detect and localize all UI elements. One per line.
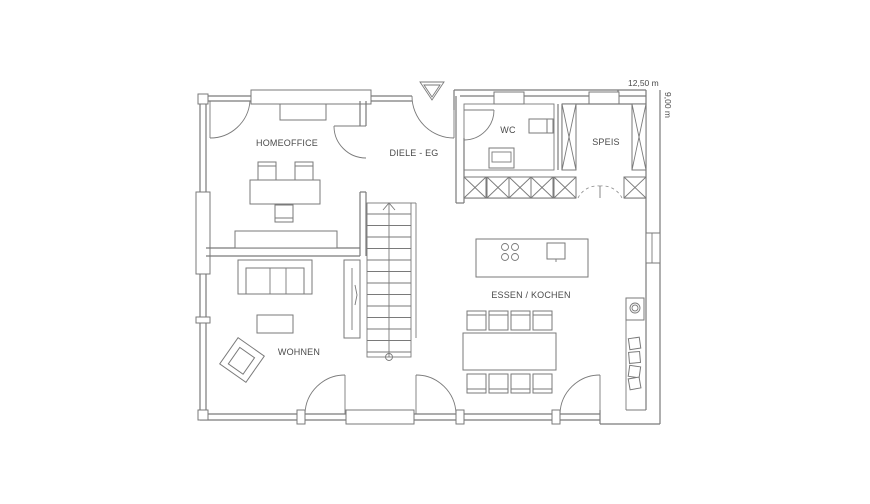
- cabinet-unit: [486, 176, 510, 199]
- dining-chair: [488, 373, 509, 394]
- stair-steps: [367, 213, 411, 353]
- doors: [209, 95, 623, 415]
- dining-table: [462, 332, 557, 371]
- homeoffice-furniture: [234, 103, 338, 249]
- pantry-shelves: [561, 103, 647, 171]
- cabinet-unit: [530, 176, 554, 199]
- cabinet-unit: [463, 176, 487, 199]
- cabinet-unit: [553, 176, 577, 199]
- dining-chair: [510, 310, 531, 331]
- staircase: [366, 202, 417, 361]
- dimension-depth: 9,00 m: [663, 92, 673, 118]
- cabinet-unit: [623, 176, 647, 199]
- kitchen-cabinets: [463, 176, 647, 199]
- barstools: [627, 336, 642, 391]
- living-furniture: [219, 259, 361, 383]
- dining-chair: [488, 310, 509, 331]
- dining-chair: [466, 373, 487, 394]
- dining-chair: [466, 310, 487, 331]
- room-label-homeoffice: HOMEOFFICE: [256, 138, 318, 148]
- dining-chair: [532, 373, 553, 394]
- dining-chairs: [466, 310, 553, 394]
- room-label-essen-kochen: ESSEN / KOCHEN: [491, 290, 570, 300]
- kitchen-appliances: [625, 297, 646, 411]
- room-label-wc: WC: [500, 125, 516, 135]
- entrance-arrow-icon: [419, 81, 445, 101]
- cabinet-unit: [508, 176, 532, 199]
- dining-chair: [532, 310, 553, 331]
- dimension-width: 12,50 m: [628, 78, 659, 88]
- wc-fixtures: [488, 118, 554, 169]
- room-label-diele: DIELE - EG: [389, 148, 438, 158]
- kitchen-island: [475, 238, 589, 278]
- room-label-wohnen: WOHNEN: [278, 347, 320, 357]
- dining-chair: [510, 373, 531, 394]
- room-label-speis: SPEIS: [592, 137, 620, 147]
